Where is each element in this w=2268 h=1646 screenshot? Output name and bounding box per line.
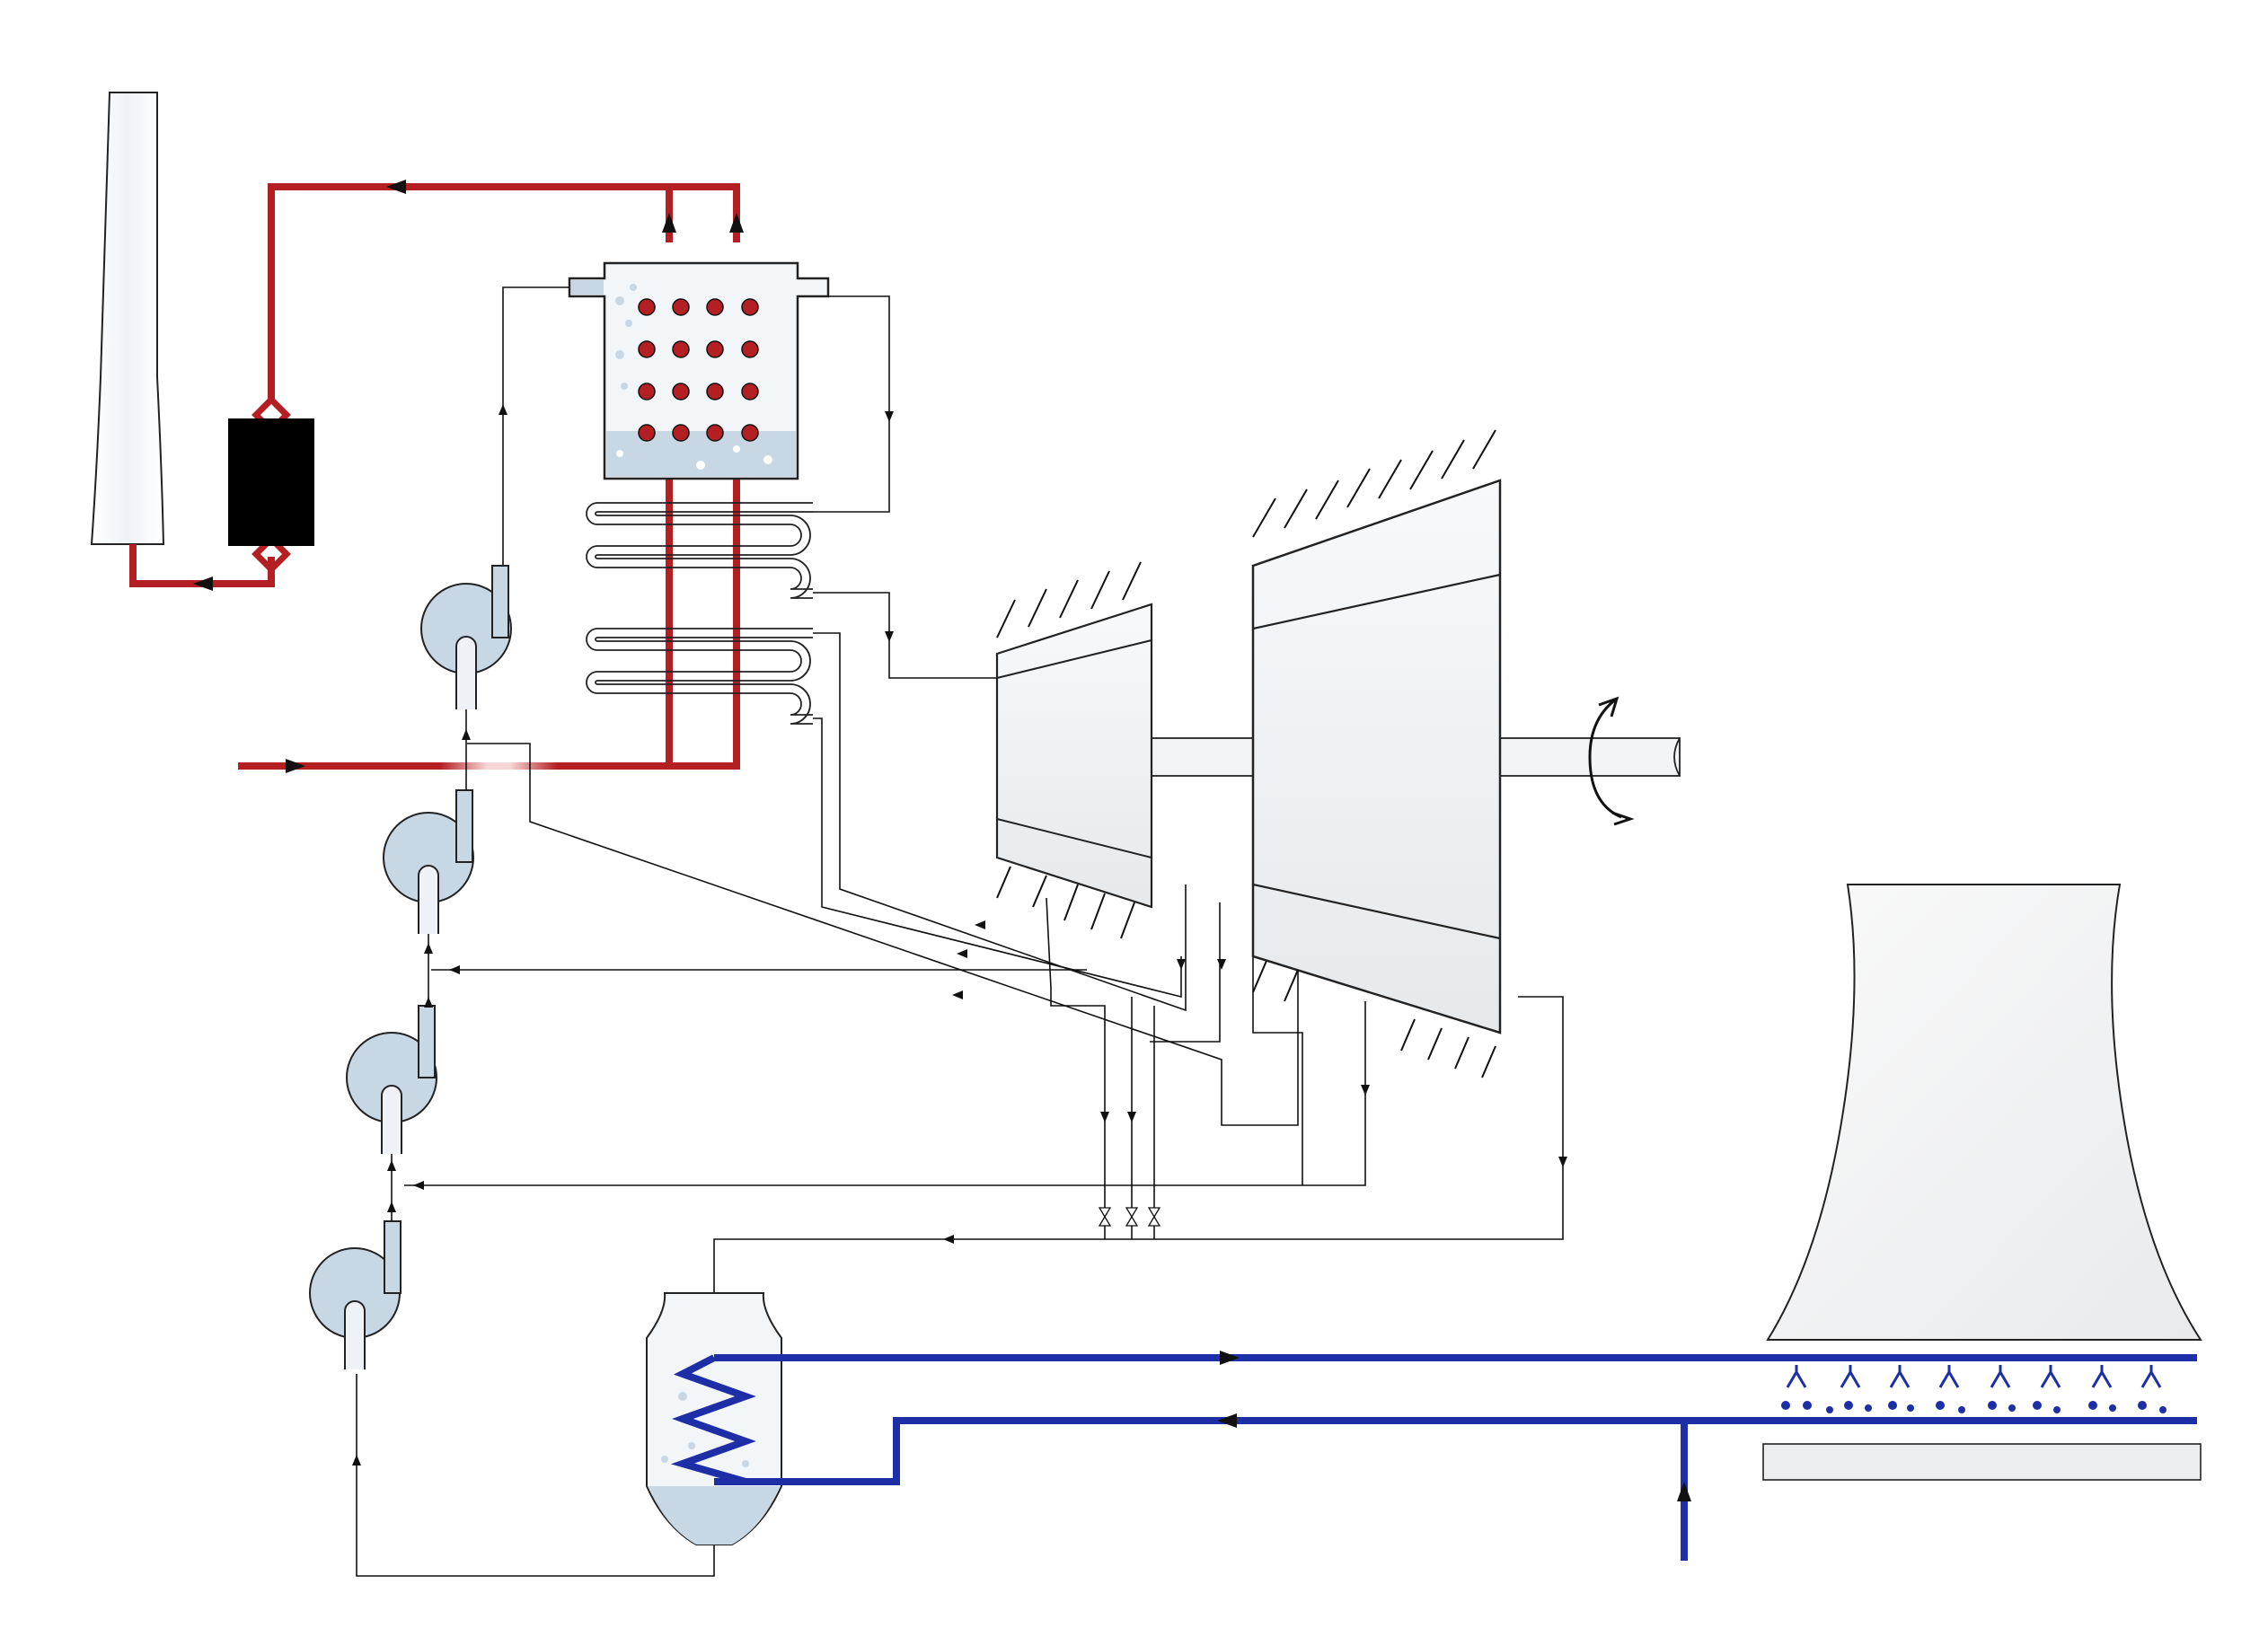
- lp-turbine-foundation-hatching: [1252, 429, 1496, 1078]
- flow-arrow-icon: [387, 729, 471, 1212]
- flow-arrow-icon: [1217, 1351, 1691, 1501]
- rotation-arrow-icon: [1588, 696, 1635, 826]
- boiler-tube-array: [638, 298, 759, 442]
- feedwater-pump-3: [346, 1005, 437, 1154]
- cooling-tower-basin: [1762, 1443, 2202, 1481]
- feedwater-pump-1: [420, 565, 512, 709]
- flue-gas-filter: [228, 418, 314, 546]
- hp-turbine-foundation-hatching: [996, 561, 1142, 939]
- water-drop-icon: [661, 1392, 749, 1467]
- steam-lines: [356, 286, 1564, 1577]
- feedwater-pump-2: [383, 789, 474, 934]
- high-pressure-turbine: [995, 603, 1153, 909]
- pump-links: [391, 709, 467, 1221]
- feedwater-pump-4: [309, 1220, 402, 1369]
- water-drop-icon: [615, 284, 637, 390]
- economizer-coils: [586, 502, 813, 725]
- flow-arrow-icon: [193, 180, 744, 773]
- flue-gas-fade-segment: [440, 762, 557, 770]
- low-pressure-turbine: [1251, 479, 1502, 1034]
- water-drop-icon: [1781, 1401, 2167, 1413]
- valve-icon: [1098, 1207, 1161, 1227]
- spray-nozzles: [1786, 1365, 2162, 1388]
- boiler-drum: [568, 261, 830, 480]
- flow-arrow-icon: [352, 404, 1567, 1466]
- condenser: [646, 1292, 782, 1545]
- cooling-tower: [1762, 884, 2202, 1481]
- chimney-stack: [90, 92, 165, 545]
